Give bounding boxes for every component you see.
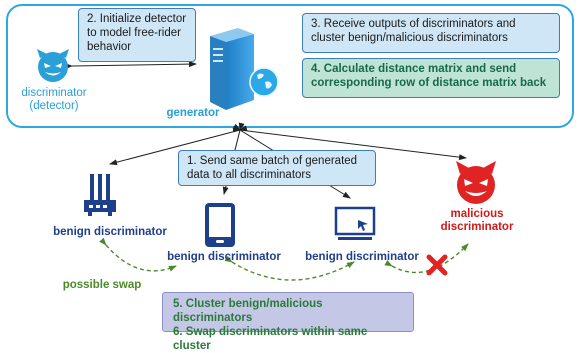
step-5-6-box: 5. Cluster benign/malicious discriminato… — [162, 292, 414, 352]
generator-label: generator — [166, 107, 220, 119]
tablet-icon — [205, 203, 235, 247]
swap-arrow-tablet-monitor — [224, 255, 355, 281]
server-tower-icon — [210, 28, 254, 110]
connector-arrows — [64, 61, 469, 281]
monitor-cursor-icon — [334, 206, 376, 240]
step-1-box: 1. Send same batch of generated data to … — [178, 150, 376, 186]
malicious-label: malicious discriminator — [440, 208, 514, 233]
detector-label: discriminator (detector) — [21, 87, 87, 112]
step-5-text: 5. Cluster benign/malicious discriminato… — [173, 298, 323, 324]
globe-icon — [249, 67, 279, 97]
benign-router-label: benign discriminator — [53, 226, 167, 238]
benign-tablet-label: benign discriminator — [167, 251, 281, 263]
devil-detector-icon — [37, 49, 69, 82]
arrow-generator-router — [109, 125, 248, 166]
cross-mark-icon — [426, 254, 448, 276]
step-4-box: 4. Calculate distance matrix and send co… — [302, 58, 560, 98]
devil-malicious-icon — [456, 161, 496, 204]
benign-monitor-label: benign discriminator — [305, 251, 419, 263]
step-2-box: 2. Initialize detector to model free-rid… — [78, 8, 196, 62]
arrow-detector-generator — [64, 61, 197, 70]
router-icon — [84, 174, 116, 216]
step-3-box: 3. Receive outputs of discriminators and… — [302, 13, 560, 53]
step-6-text: 6. Swap discriminators within same clust… — [173, 326, 368, 352]
swap-arrow-router-tablet — [99, 237, 177, 272]
arrow-generator-malicious — [232, 126, 467, 161]
possible-swap-label: possible swap — [62, 279, 142, 291]
